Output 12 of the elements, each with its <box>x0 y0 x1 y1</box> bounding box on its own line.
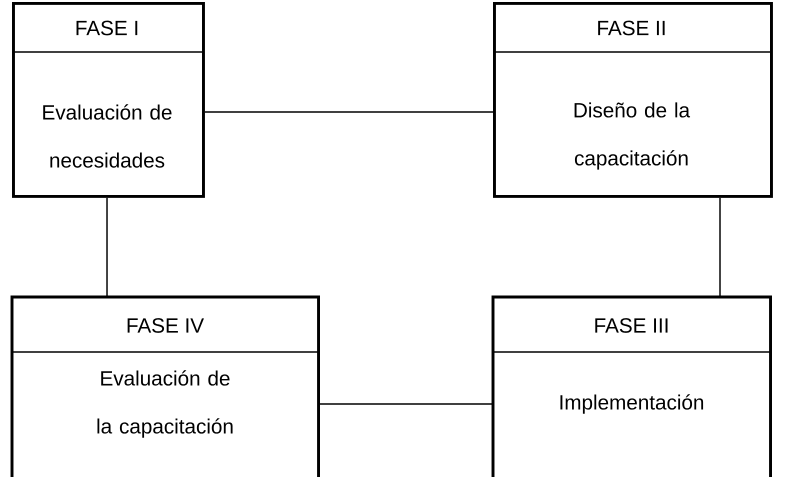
connector-line <box>719 198 721 297</box>
phase-description: Evaluación de la capacitación <box>97 370 233 438</box>
phase-description: Evaluación de necesidades <box>43 104 172 168</box>
phase-description: Diseño de la capacitación <box>574 102 690 170</box>
connector-line <box>106 198 108 297</box>
phase-title: FASE II <box>598 20 665 36</box>
phase-title: FASE I <box>76 20 138 36</box>
phase-title: FASE III <box>595 318 668 333</box>
connector-line <box>318 403 493 405</box>
phase-description: Implementación <box>560 394 704 414</box>
phase-title: FASE IV <box>128 318 204 333</box>
connector-line <box>204 111 493 113</box>
